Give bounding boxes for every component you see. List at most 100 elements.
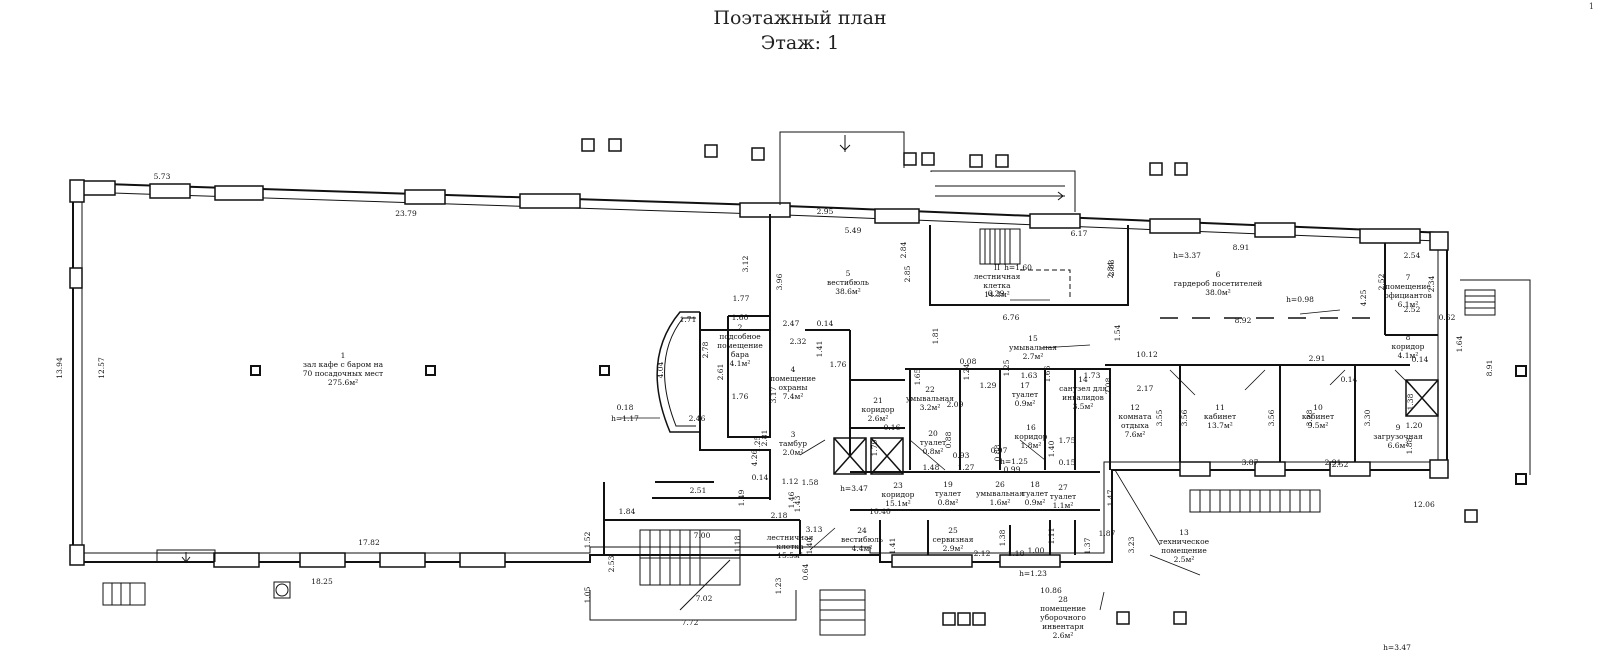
dimension-label: 1.48 [923,463,940,472]
dimension-label: h=3.47 [840,484,868,493]
dimension-label: 8.91 [1485,360,1494,377]
dimension-label: 1.81 [931,328,940,345]
dimension-label: 1.38 [998,529,1007,546]
dimension-label: 1.11 [1047,528,1056,545]
plan-title-line1: Поэтажный план [713,7,887,29]
stair-II [979,228,1071,300]
dimension-label: 2.32 [790,337,807,346]
dimension-label: 2.83 [1107,259,1116,276]
dimension-label: 5.73 [154,172,171,181]
dimension-label: 0.15 [1059,458,1076,467]
dimension-label: 2.84 [1106,261,1115,278]
outer-walls [72,182,1448,563]
dimension-label: 1.25 [1002,359,1011,376]
dimension-label: 3.12 [741,255,750,272]
dimension-label: 1.23 [774,577,783,594]
plan-title-line2: Этаж: 1 [760,32,840,54]
dimension-label: 10.86 [1040,586,1062,595]
dimension-label: 1.76 [732,392,749,401]
dimension-label: 3.28 [1305,409,1314,426]
dimension-label: 1.75 [1059,436,1076,445]
dimension-label: 1.40 [805,537,814,554]
dimension-label: 2.09 [947,400,964,409]
dimension-label: 0.99 [1004,465,1021,474]
dimension-label: 1.71 [680,315,697,324]
dimension-label: 2.78 [701,341,710,358]
dimension-label: h=3.37 [1173,251,1201,260]
dimension-label: 3.56 [1267,409,1276,426]
dimension-label: 2.51 [690,486,707,495]
dimension-label: 23.79 [395,209,417,218]
stair-south [102,549,866,636]
dimension-label: h=0.98 [1286,295,1314,304]
dimension-label: 3.23 [1127,536,1136,553]
dimension-label: 1.54 [1113,324,1122,341]
hall-columns [250,365,1527,485]
dimension-label: 2.52 [1404,305,1421,314]
dimension-label: 1.46 [787,491,796,508]
dimension-label: 12.06 [1413,500,1435,509]
dimension-label: 3.17 [769,386,778,403]
dimension-label: 1.66 [1043,365,1052,382]
dimension-label: 3.30 [1363,409,1372,426]
dimension-label: 0.14 [1412,355,1429,364]
dimension-label: 7.00 [694,531,711,540]
dimension-label: 1.63 [1021,371,1038,380]
dimension-label: 2.52 [1377,273,1386,290]
dimension-label: 0.64 [801,563,810,580]
dimension-label: 0.14 [1341,375,1358,384]
dimension-label: 3.87 [1242,458,1259,467]
dimension-label: 1.00 [1028,546,1045,555]
dimension-label: 1.24 [962,363,971,380]
dimension-label: 2.34 [1427,275,1436,292]
dimension-label: 2.91 [1309,354,1326,363]
dimension-label: 5.49 [845,226,862,235]
dimension-label: 18.25 [311,577,333,586]
dimension-label: 2.91 [1325,458,1342,467]
dimension-label: 0.88 [993,444,1002,461]
dimension-label: 3.55 [1155,409,1164,426]
dimension-label: 2.54 [1404,251,1421,260]
exterior-columns [581,138,1478,626]
door-swings [799,344,1416,551]
dimension-label: 0.97 [991,446,1008,455]
dimension-label: 1.38 [1406,393,1415,410]
dimension-label: h=1.25 [1000,457,1028,466]
dimension-label: 2.17 [1137,384,1154,393]
dimension-label: 1.18 [733,535,742,552]
dimension-label: 6.29 [988,289,1005,298]
dimension-label: 1.37 [1083,537,1092,554]
dimension-label: 3.13 [806,525,823,534]
dimension-label: 1.76 [830,360,847,369]
entrance-arrows [181,140,1065,564]
dimension-label: h=1.17 [611,414,639,423]
dimension-label: 0.08 [960,357,977,366]
dimension-label: 0.93 [953,451,970,460]
dimension-label: 1.18 [1008,549,1025,558]
dimension-label: 0.18 [617,403,634,412]
dimension-label: 6.17 [1071,229,1088,238]
dimension-label: 6.76 [1003,313,1020,322]
dimension-label: 4.25 [1359,289,1368,306]
dimension-label: 0.88 [944,431,953,448]
dimension-label: 1.49 [737,489,746,506]
